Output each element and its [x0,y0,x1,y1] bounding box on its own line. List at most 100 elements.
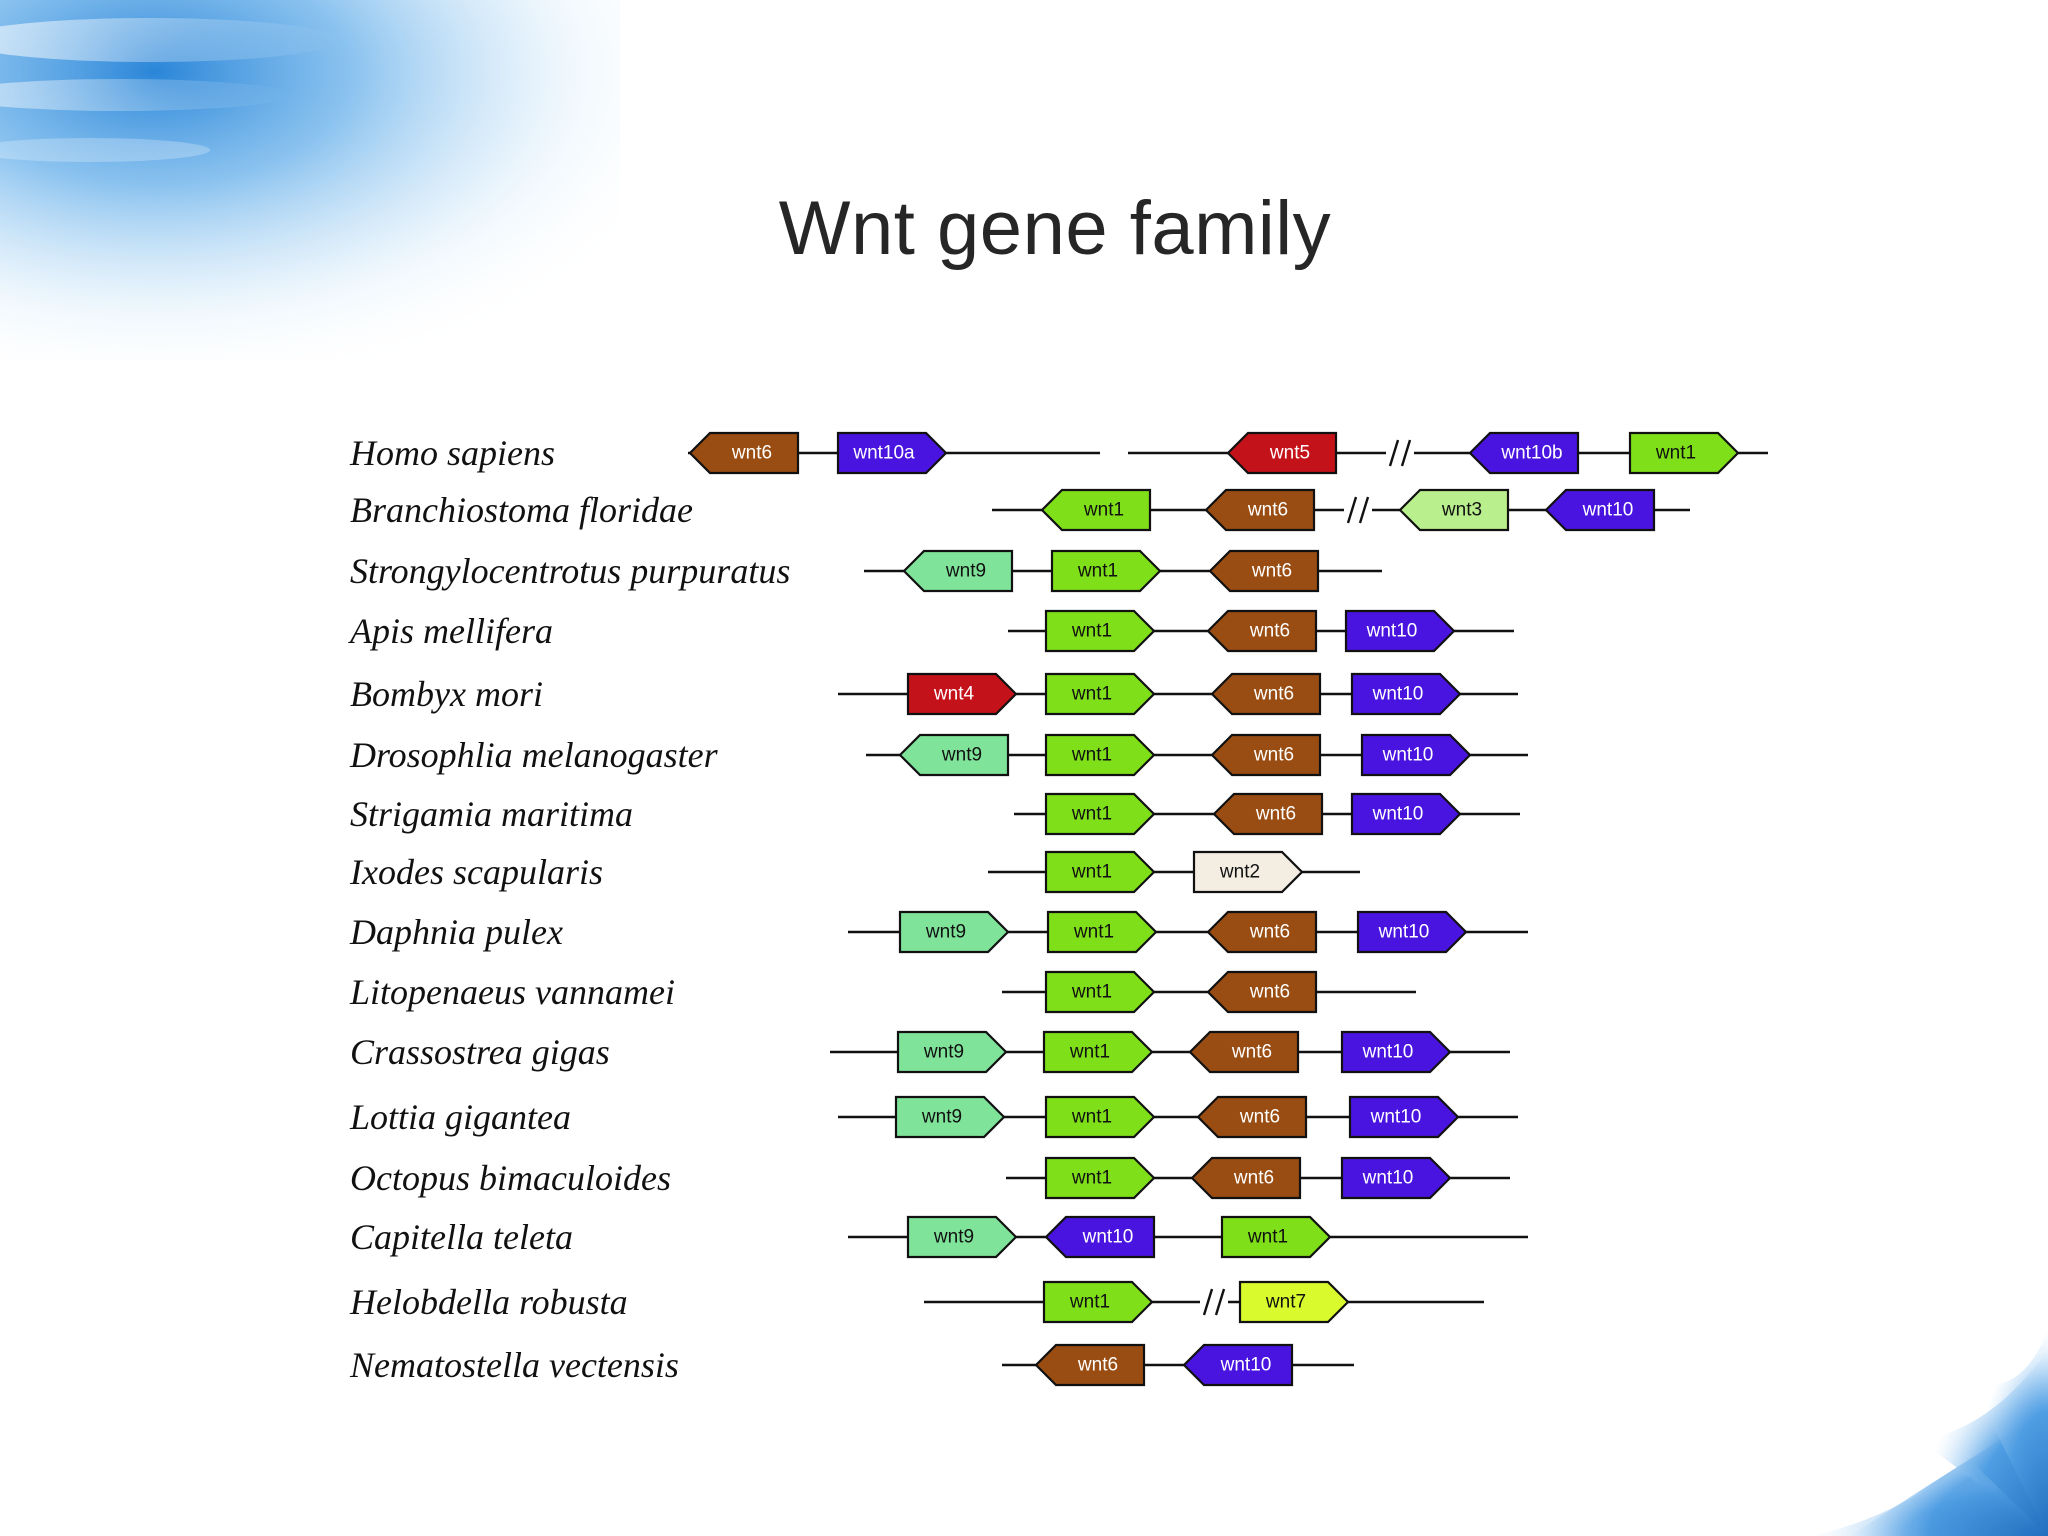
gene-arrow [902,549,1014,593]
gene-arrow [906,672,1018,716]
gene-wnt10: wnt10 [1344,609,1456,653]
gene-wnt1: wnt1 [1044,1156,1156,1200]
gene-label: wnt10 [1362,1168,1414,1189]
gene-arrow [1044,609,1156,653]
gene-arrow [1628,431,1740,475]
gene-wnt1: wnt1 [1044,733,1156,777]
gene-label: wnt1 [1071,745,1112,766]
gene-arrow [894,1095,1006,1139]
gene-label: wnt3 [1441,500,1482,521]
gene-wnt10: wnt10 [1340,1156,1452,1200]
gene-arrow [1212,792,1324,836]
gene-arrow [1204,488,1316,532]
gene-label: wnt6 [1233,1168,1274,1189]
gene-arrow [1040,488,1152,532]
gene-arrow [1042,1030,1154,1074]
species-label: Strigamia maritima [350,794,633,834]
species-label: Daphnia pulex [349,912,563,952]
gene-wnt6: wnt6 [1208,549,1320,593]
gene-arrow [1182,1343,1294,1387]
species-label: Drosophlia melanogaster [349,735,719,775]
gene-wnt1: wnt1 [1044,792,1156,836]
gene-label: wnt10 [1382,745,1434,766]
gene-wnt6: wnt6 [1212,792,1324,836]
gene-label: wnt2 [1219,862,1260,883]
gene-wnt1: wnt1 [1044,850,1156,894]
gene-wnt10b: wnt10b [1468,431,1580,475]
gene-arrow [1044,1215,1156,1259]
gene-arrow [1208,549,1320,593]
species-label: Crassostrea gigas [350,1032,610,1072]
gene-label: wnt1 [1071,1168,1112,1189]
gene-label: wnt6 [1255,804,1296,825]
gene-arrow [1044,1156,1156,1200]
gene-wnt6: wnt6 [1210,733,1322,777]
gene-arrow [1044,850,1156,894]
gene-wnt10: wnt10 [1350,792,1462,836]
gene-wnt1: wnt1 [1628,431,1740,475]
gene-arrow [1360,733,1472,777]
gene-arrow [1340,1156,1452,1200]
gene-arrow [1196,1095,1308,1139]
gene-wnt10: wnt10 [1044,1215,1156,1259]
gene-wnt2: wnt2 [1192,850,1304,894]
gene-label: wnt10 [1220,1355,1272,1376]
gene-wnt3: wnt3 [1398,488,1510,532]
gene-arrow [898,733,1010,777]
gene-arrow [1042,1280,1154,1324]
gene-arrow [1188,1030,1300,1074]
gene-label: wnt6 [1247,500,1288,521]
species-label: Octopus bimaculoides [350,1158,671,1198]
gene-label: wnt1 [1655,443,1696,464]
gene-label: wnt1 [1071,621,1112,642]
gene-arrow [1046,910,1158,954]
species-label: Helobdella robusta [349,1282,628,1322]
gene-wnt1: wnt1 [1046,910,1158,954]
gene-arrow [1050,549,1162,593]
gene-label: wnt6 [1251,561,1292,582]
gene-label: wnt10 [1362,1042,1414,1063]
gene-arrow [1468,431,1580,475]
gene-label: wnt9 [923,1042,964,1063]
gene-wnt1: wnt1 [1044,1095,1156,1139]
gene-label: wnt6 [1253,684,1294,705]
gene-wnt1: wnt1 [1044,609,1156,653]
gene-arrow [1340,1030,1452,1074]
gene-wnt6: wnt6 [1206,970,1318,1014]
gene-wnt9: wnt9 [894,1095,1006,1139]
gene-label: wnt10a [852,443,915,464]
gene-arrow [1356,910,1468,954]
gene-arrow [1206,609,1318,653]
gene-wnt6: wnt6 [1196,1095,1308,1139]
gene-label: wnt6 [1239,1107,1280,1128]
species-label: Bombyx mori [350,674,543,714]
gene-wnt6: wnt6 [1204,488,1316,532]
species-label: Nematostella vectensis [349,1345,679,1385]
gene-wnt10: wnt10 [1340,1030,1452,1074]
gene-label: wnt1 [1077,561,1118,582]
genome-row: Drosophlia melanogaster wnt9 wnt1 wnt6 wnt10 [349,733,1528,777]
gene-label: wnt1 [1071,1107,1112,1128]
gene-wnt1: wnt1 [1050,549,1162,593]
gene-label: wnt6 [731,443,772,464]
gene-wnt1: wnt1 [1220,1215,1332,1259]
gene-wnt9: wnt9 [898,733,1010,777]
gene-label: wnt6 [1249,621,1290,642]
gene-arrow [688,431,800,475]
gene-label: wnt6 [1249,982,1290,1003]
gene-wnt10: wnt10 [1350,672,1462,716]
gene-label: wnt10 [1378,922,1430,943]
gene-label: wnt5 [1269,443,1310,464]
gene-label: wnt1 [1071,862,1112,883]
gene-wnt1: wnt1 [1042,1030,1154,1074]
gene-arrow [1210,733,1322,777]
gene-wnt1: wnt1 [1042,1280,1154,1324]
gene-wnt6: wnt6 [688,431,800,475]
